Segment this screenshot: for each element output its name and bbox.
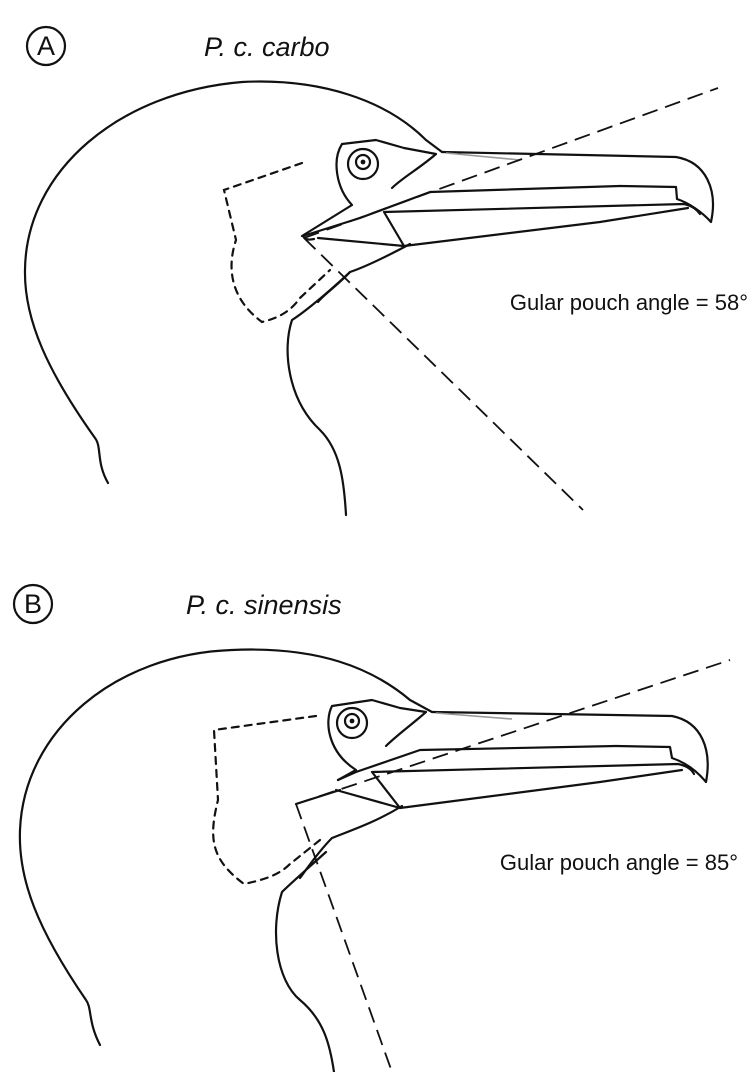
panel-a-pouch-lower [318, 244, 410, 302]
panel-a-face-patch [302, 140, 436, 236]
panel-b-angle-line-lower [296, 804, 392, 1072]
panel-a-pouch-outline [224, 163, 330, 322]
panel-a-angle-label: Gular pouch angle = 58° [510, 290, 748, 315]
panel-a-angle-line-lower [304, 238, 583, 510]
panel-b-pouch-lower [300, 806, 402, 878]
panel-b-lower-bill [336, 764, 694, 808]
panel-b-angle-connector [296, 790, 340, 804]
panel-b-pouch-outline [213, 716, 320, 884]
panel-b-bill-edge [338, 746, 616, 780]
panel-b-angle-line-upper [296, 660, 730, 804]
panel-a-bill-edge [303, 186, 620, 240]
panel-b-head-outline [20, 650, 432, 1045]
panel-a-letter: A [37, 31, 55, 61]
panel-a-pupil [361, 160, 366, 165]
panel-a-neck-front [288, 272, 350, 515]
panel-b-letter: B [24, 589, 42, 619]
panel-b: B P. c. sinensis Gular pouch angle = 85° [14, 585, 738, 1072]
panel-a-taxon-name: P. c. carbo [204, 32, 330, 62]
panel-b-taxon-name: P. c. sinensis [186, 590, 342, 620]
panel-a: A P. c. carbo [25, 27, 748, 515]
panel-b-angle-label: Gular pouch angle = 85° [500, 850, 738, 875]
panel-b-pupil [350, 719, 355, 724]
panel-a-lower-bill [318, 204, 700, 246]
